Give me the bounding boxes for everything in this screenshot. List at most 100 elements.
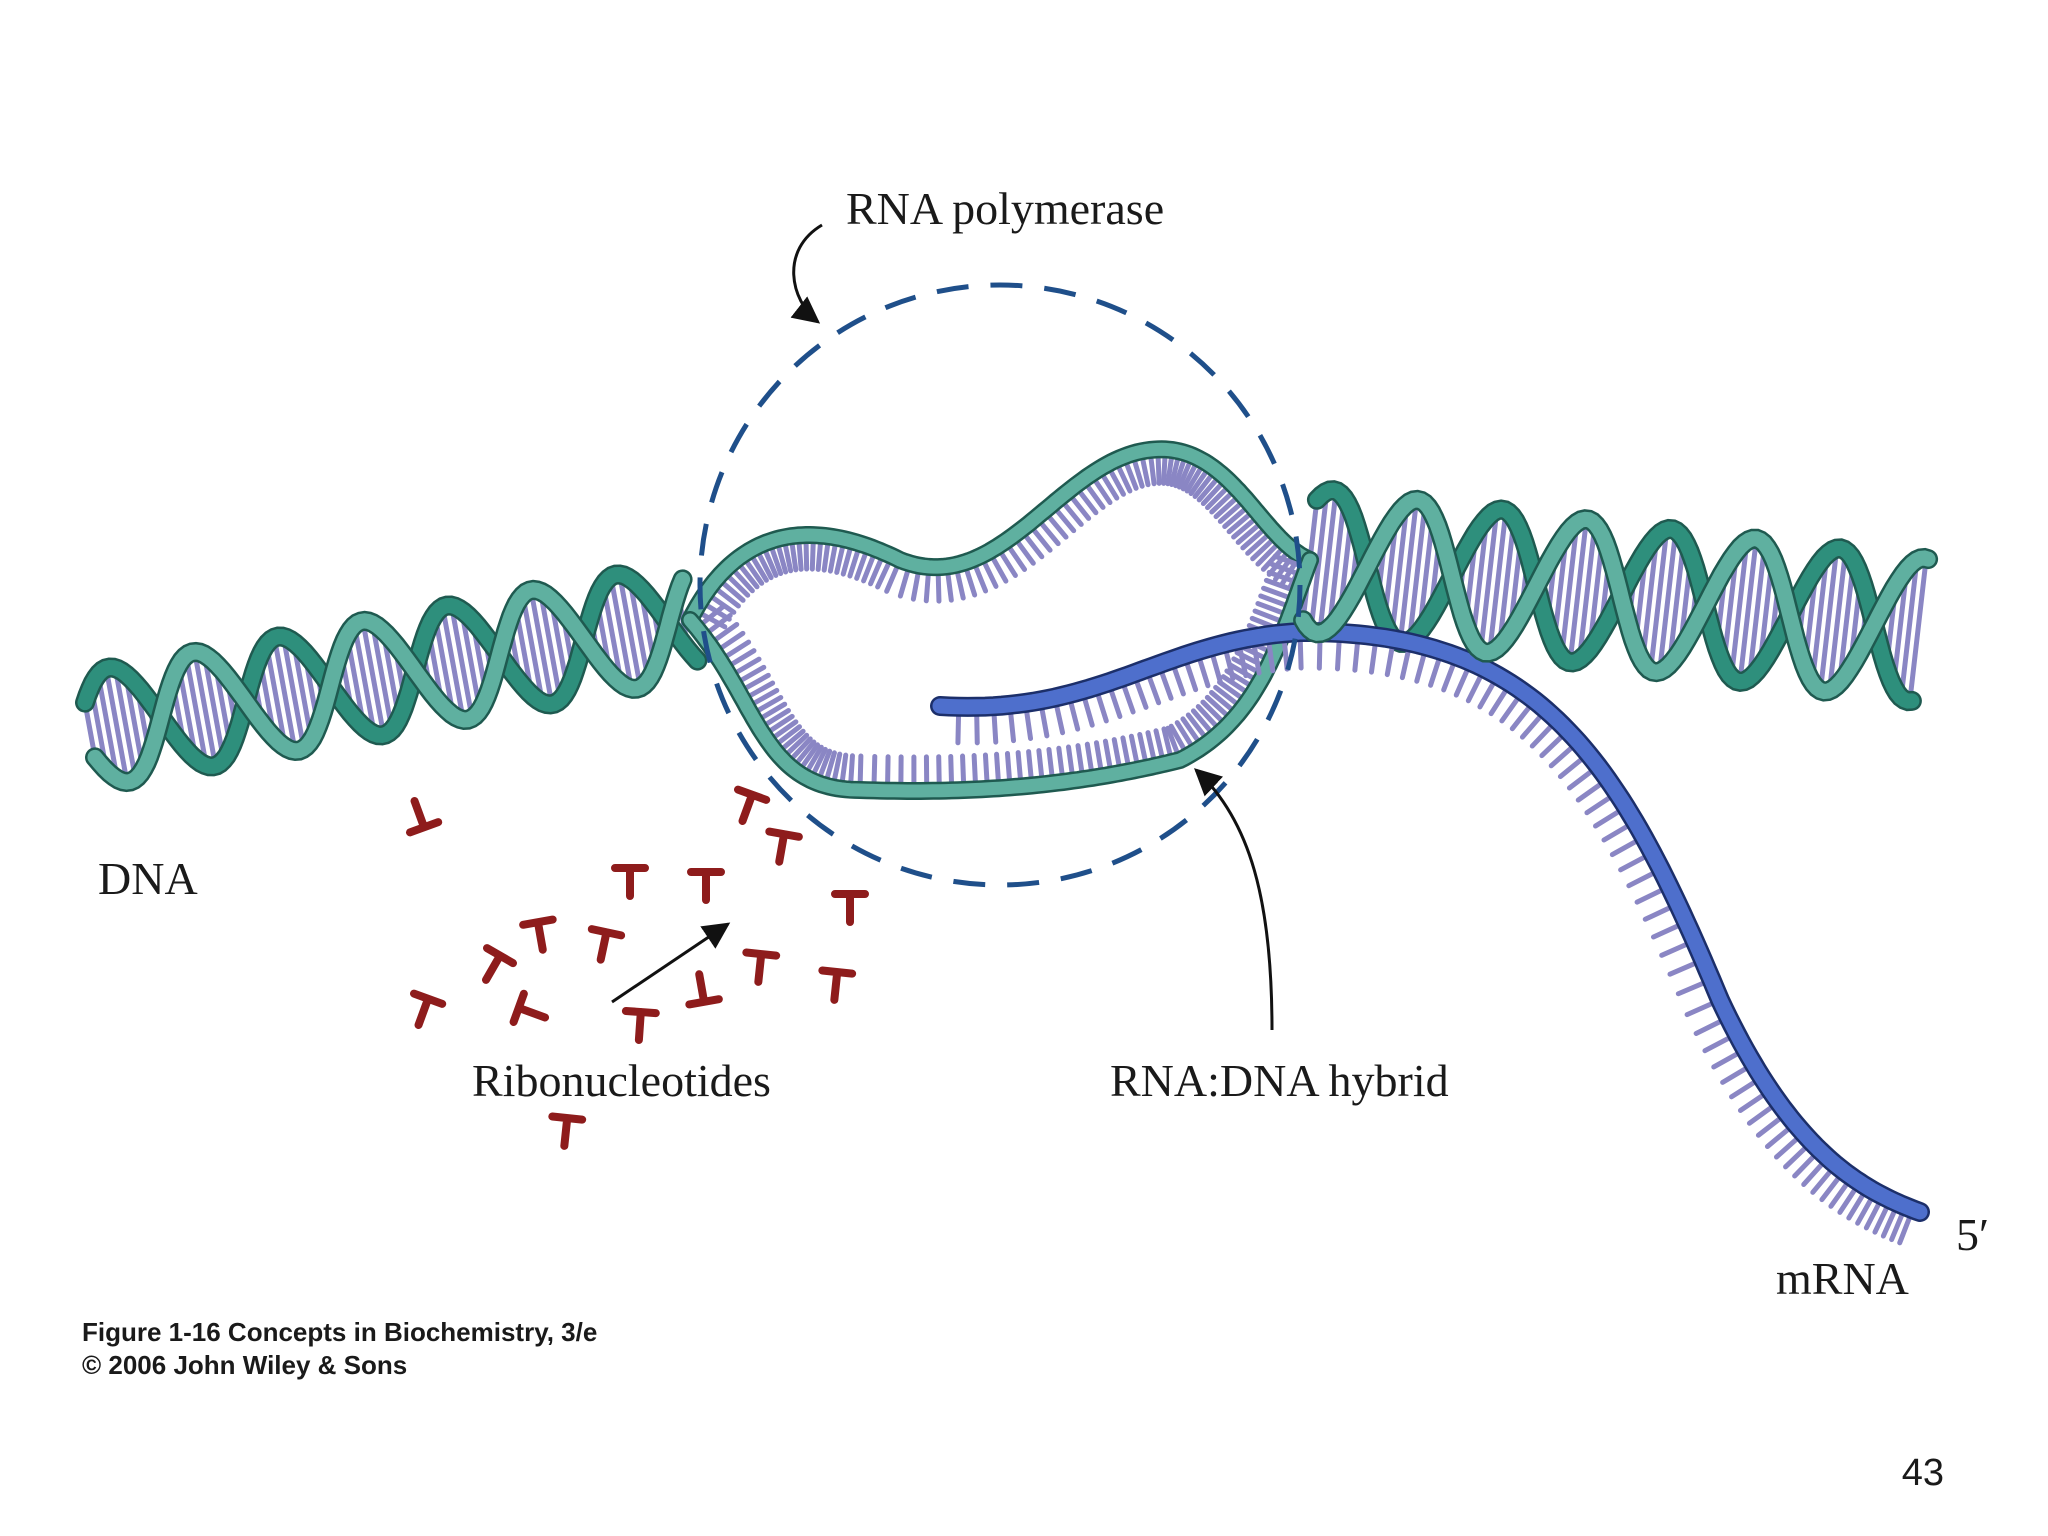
base-pair xyxy=(1318,495,1338,629)
ribonucleotide xyxy=(685,970,723,1009)
base-pair xyxy=(618,577,642,685)
base-pair xyxy=(184,658,208,763)
bubble-strand xyxy=(683,553,1317,798)
base-pair xyxy=(1568,523,1589,658)
ribonucleotide xyxy=(742,948,781,986)
dna-label: DNA xyxy=(98,853,198,904)
base-pair xyxy=(1738,543,1759,678)
base-pair xyxy=(1407,507,1427,637)
rna-dna-hybrid-label: RNA:DNA hybrid xyxy=(1110,1055,1449,1106)
rna-dna-hybrid-arrow xyxy=(1194,768,1274,1031)
ribonucleotide xyxy=(734,785,771,826)
base-pair xyxy=(361,624,386,732)
caption-copyright: © 2006 John Wiley & Sons xyxy=(82,1350,408,1380)
dna-strand xyxy=(77,566,705,774)
base-pair xyxy=(433,617,455,713)
dna-front-strand xyxy=(85,489,1939,793)
ribonucleotide xyxy=(548,1112,587,1150)
base-pair xyxy=(1667,543,1686,662)
base-pair xyxy=(609,579,633,686)
base-pair xyxy=(529,593,554,702)
base-pair xyxy=(1810,558,1829,679)
base-pair xyxy=(352,628,376,732)
ribonucleotide xyxy=(509,989,550,1026)
rna-polymerase-label: RNA polymerase xyxy=(846,183,1164,234)
base-pair xyxy=(1487,515,1508,648)
base-pair xyxy=(1587,539,1605,647)
base-pair xyxy=(1657,535,1678,668)
ribonucleotides-arrow xyxy=(611,922,731,1004)
base-pair xyxy=(177,667,198,758)
base-pair xyxy=(521,597,544,700)
ribonucleotide xyxy=(482,944,517,984)
caption-title: Figure 1-16 Concepts in Biochemistry, 3/… xyxy=(82,1317,598,1347)
base-pair xyxy=(1471,521,1489,638)
base-pair xyxy=(549,600,570,688)
five-prime-label: 5′ xyxy=(1956,1209,1989,1260)
base-pair xyxy=(601,587,623,682)
base-pair xyxy=(1390,508,1409,633)
transcription-bubble xyxy=(681,440,1319,800)
dna-strand xyxy=(87,571,691,790)
ribonucleotide xyxy=(818,966,857,1004)
base-pair xyxy=(441,610,465,717)
base-pair xyxy=(1577,528,1597,656)
ribonucleotide xyxy=(410,989,447,1030)
base-pair xyxy=(1417,518,1435,629)
base-pair xyxy=(1747,548,1767,675)
base-pair xyxy=(1648,534,1669,667)
base-pair xyxy=(1899,564,1919,694)
base-pair xyxy=(1479,514,1499,647)
ribonucleotide xyxy=(621,1006,660,1044)
base-pair xyxy=(1908,563,1928,697)
base-pair xyxy=(1827,555,1848,687)
base-pair xyxy=(1497,522,1516,643)
base-pair xyxy=(113,671,138,776)
mrna-ribbon xyxy=(932,624,1928,1220)
base-pair xyxy=(96,677,119,777)
base-pair xyxy=(1729,545,1749,674)
base-pair xyxy=(1757,560,1775,665)
base-pair xyxy=(104,671,129,779)
base-pair xyxy=(1837,563,1856,680)
base-pair xyxy=(345,637,366,726)
base-pair xyxy=(1721,554,1739,663)
base-pair xyxy=(291,644,314,738)
ribonucleotide xyxy=(587,925,626,964)
base-pair xyxy=(1640,539,1659,659)
base-pair xyxy=(538,594,562,697)
base-pair xyxy=(193,655,217,763)
ribonucleotide xyxy=(765,827,803,866)
page-number: 43 xyxy=(1901,1452,1944,1494)
base-pair xyxy=(1891,572,1909,684)
figure-caption: Figure 1-16 Concepts in Biochemistry, 3/… xyxy=(82,1316,597,1382)
rna-polymerase-outline xyxy=(697,282,1303,888)
ribonucleotide xyxy=(831,890,869,926)
rna-polymerase-arrow xyxy=(790,223,823,324)
ribonucleotide xyxy=(611,864,649,900)
ribonucleotide xyxy=(519,915,557,954)
base-pair xyxy=(459,612,482,708)
base-pair xyxy=(1559,526,1579,653)
mrna-strand xyxy=(930,622,1930,1246)
base-pair xyxy=(1398,504,1419,639)
base-pair xyxy=(123,676,145,768)
base-pair xyxy=(82,702,98,758)
ribonucleotides-label: Ribonucleotides xyxy=(472,1055,771,1106)
base-pair xyxy=(264,647,287,745)
base-pair xyxy=(627,580,650,678)
base-pair xyxy=(450,608,474,715)
base-pair xyxy=(1327,501,1347,625)
base-pair xyxy=(1818,553,1839,686)
base-pair xyxy=(281,639,306,746)
dna-strand xyxy=(1295,492,1936,700)
base-pair xyxy=(370,625,394,728)
bubble-strand xyxy=(683,442,1317,627)
base-pair xyxy=(202,657,226,758)
mrna-label: mRNA xyxy=(1776,1253,1909,1304)
base-pair xyxy=(272,640,297,748)
ribonucleotide xyxy=(687,868,725,904)
ribonucleotide-group xyxy=(406,785,869,1150)
ribonucleotide xyxy=(406,796,443,837)
